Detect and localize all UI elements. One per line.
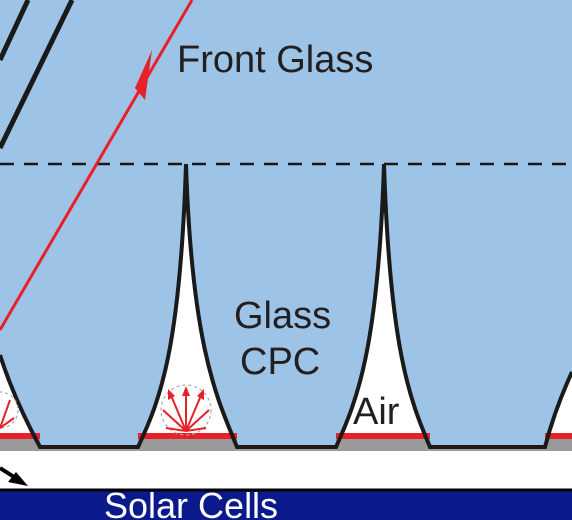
edge-line-left-2 [0, 0, 75, 150]
light-ray [0, 0, 194, 331]
glass-region [0, 0, 572, 447]
solar-cells-label: Solar Cells [104, 485, 278, 520]
front-glass-label: Front Glass [177, 39, 373, 81]
cpc-outline-left [0, 163, 188, 449]
glass-cpc-label-line1: Glass [234, 295, 331, 337]
glass-cpc-label-line2: CPC [240, 341, 320, 383]
edge-line-left-1 [0, 0, 31, 62]
air-label: Air [353, 391, 400, 433]
ray-arrowhead [135, 50, 152, 100]
air-gap [0, 451, 572, 489]
cpc-outline-right [382, 163, 572, 449]
cpc-base-fill [40, 433, 545, 447]
cpc-outline-middle [184, 163, 386, 449]
scatter-marker-center [160, 384, 212, 436]
scatter-marker-left [0, 391, 19, 429]
reflected-ray-arrow [0, 466, 28, 486]
solar-cells-band [0, 489, 572, 520]
